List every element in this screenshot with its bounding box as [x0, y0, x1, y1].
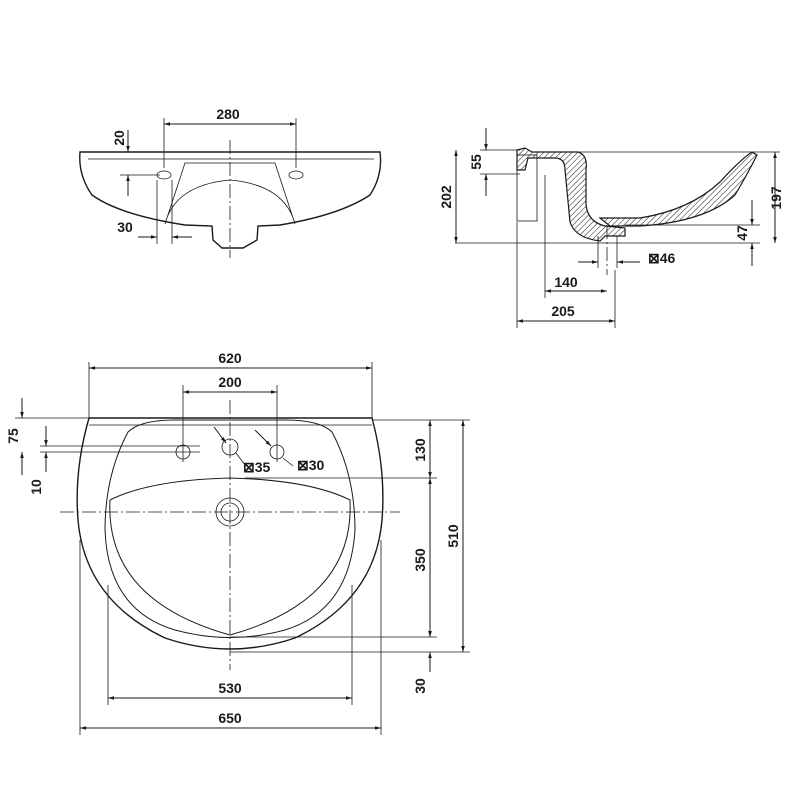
top-outer-outline: [76, 417, 384, 650]
dim-label-hole-side: ⊠30: [297, 457, 325, 473]
dim-label-drain-diameter: ⊠46: [648, 250, 676, 266]
leader-35: [235, 452, 246, 466]
side-view: 55 202 197 47 ⊠46 140 205: [438, 128, 784, 328]
front-view: 280 20 30: [79, 106, 382, 258]
front-basin-outline: [79, 151, 382, 249]
dim-label-overall-width: 650: [218, 710, 242, 726]
dim-label-tap-spacing: 280: [216, 106, 240, 122]
top-view: 620 200 75 10 ⊠35 ⊠30 130 350: [5, 350, 470, 735]
dim-label-back-offset: 75: [5, 428, 21, 444]
front-tap-hole-right: [288, 170, 304, 180]
dim-label-back-to-bowl: 130: [412, 438, 428, 462]
dim-label-tap-height: 20: [111, 130, 127, 146]
dim-label-bowl-height: 197: [768, 186, 784, 210]
dim-label-hole-offset: 10: [28, 479, 44, 495]
dim-label-drain-height: 47: [734, 225, 750, 241]
side-section-front: [598, 151, 758, 227]
leader-30: [254, 429, 272, 447]
top-bowl-outline: [109, 477, 351, 636]
dim-label-total-depth: 510: [445, 524, 461, 548]
leader-30: [282, 457, 294, 467]
leader-35: [213, 426, 227, 444]
dim-label-total-height: 202: [438, 185, 454, 209]
dim-label-inner-width: 530: [218, 680, 242, 696]
dim-label-front-height: 55: [468, 154, 484, 170]
dim-label-hole-center: ⊠35: [243, 459, 271, 475]
front-inner-opening: [164, 162, 296, 225]
dim-label-outer-width: 620: [218, 350, 242, 366]
dim-label-front-rim: 30: [412, 678, 428, 694]
dim-label-tap-spacing: 200: [218, 374, 242, 390]
side-section-back: [516, 147, 626, 242]
dim-label-drain-distance: 140: [554, 274, 578, 290]
dim-label-tap-offset: 30: [117, 219, 133, 235]
dim-label-depth: 205: [551, 303, 575, 319]
dim-label-bowl-depth: 350: [412, 548, 428, 572]
top-inner-outline: [104, 419, 356, 638]
